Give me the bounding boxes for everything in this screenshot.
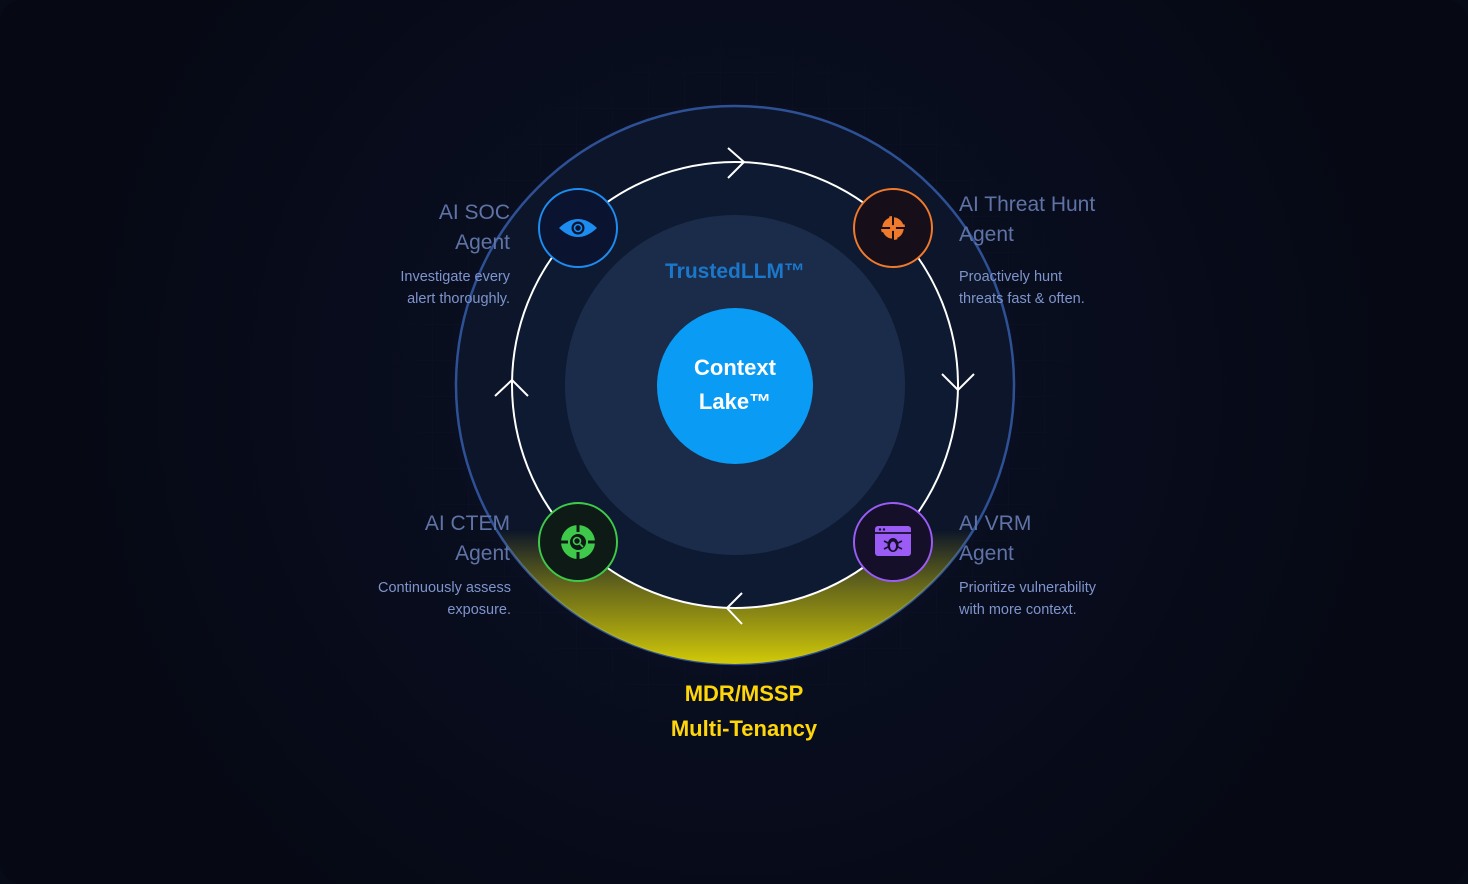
context-lake-line1: Context <box>694 355 776 380</box>
ai-vrm-description: Prioritize vulnerability with more conte… <box>959 577 1179 621</box>
ai-threat-hunt-title-line2: Agent <box>959 223 1014 246</box>
context-lake-label: Context Lake™ <box>657 351 813 419</box>
ai-threat-hunt-title: AI Threat Hunt Agent <box>959 190 1179 250</box>
arrow-right-icon <box>941 373 975 392</box>
mdr-mssp-line2: Multi-Tenancy <box>670 716 818 741</box>
ai-vrm-desc-line2: with more context. <box>959 602 1077 618</box>
mdr-mssp-label: MDR/MSSP Multi-Tenancy <box>604 676 884 746</box>
trusted-llm-label: TrustedLLM™ <box>665 260 805 283</box>
ai-ctem-title-line1: AI CTEM <box>424 512 510 535</box>
ai-ctem-title: AI CTEM Agent <box>330 509 510 569</box>
ai-threat-hunt-node <box>853 188 933 268</box>
ai-ctem-desc-line2: exposure. <box>447 602 511 618</box>
ai-soc-title: AI SOC Agent <box>330 198 510 258</box>
arrow-top-icon <box>727 147 746 179</box>
ai-threat-hunt-title-line1: AI Threat Hunt <box>959 193 1096 216</box>
ai-soc-desc-line1: Investigate every <box>400 269 510 285</box>
arrow-bottom-icon <box>725 592 743 625</box>
ai-ctem-title-line2: Agent <box>455 542 510 565</box>
context-lake-line2: Lake™ <box>698 389 772 414</box>
eye-icon <box>559 219 597 237</box>
ai-vrm-title-line2: Agent <box>959 542 1014 565</box>
ai-soc-title-line1: AI SOC <box>438 201 510 224</box>
context-lake-circle <box>657 308 813 464</box>
ai-threat-hunt-desc-line2: threats fast & often. <box>959 291 1085 307</box>
ai-vrm-desc-line1: Prioritize vulnerability <box>959 580 1096 596</box>
bug-window-icon <box>875 526 911 556</box>
ai-soc-node <box>538 188 618 268</box>
arrow-left-icon <box>494 378 529 397</box>
ai-vrm-node <box>853 502 933 582</box>
crosshair-icon <box>877 212 909 244</box>
ai-vrm-title: AI VRM Agent <box>959 509 1179 569</box>
ai-threat-hunt-desc-line1: Proactively hunt <box>959 269 1063 285</box>
ai-ctem-description: Continuously assess exposure. <box>330 577 511 621</box>
ai-ctem-desc-line1: Continuously assess <box>378 580 511 596</box>
ai-soc-desc-line2: alert thoroughly. <box>407 291 510 307</box>
mdr-mssp-line1: MDR/MSSP <box>684 681 804 706</box>
ai-threat-hunt-description: Proactively hunt threats fast & often. <box>959 266 1179 310</box>
ai-soc-description: Investigate every alert thoroughly. <box>330 266 510 310</box>
cycle-search-icon <box>561 525 595 559</box>
ai-ctem-node <box>538 502 618 582</box>
ai-soc-title-line2: Agent <box>455 231 510 254</box>
ai-vrm-title-line1: AI VRM <box>959 512 1032 535</box>
